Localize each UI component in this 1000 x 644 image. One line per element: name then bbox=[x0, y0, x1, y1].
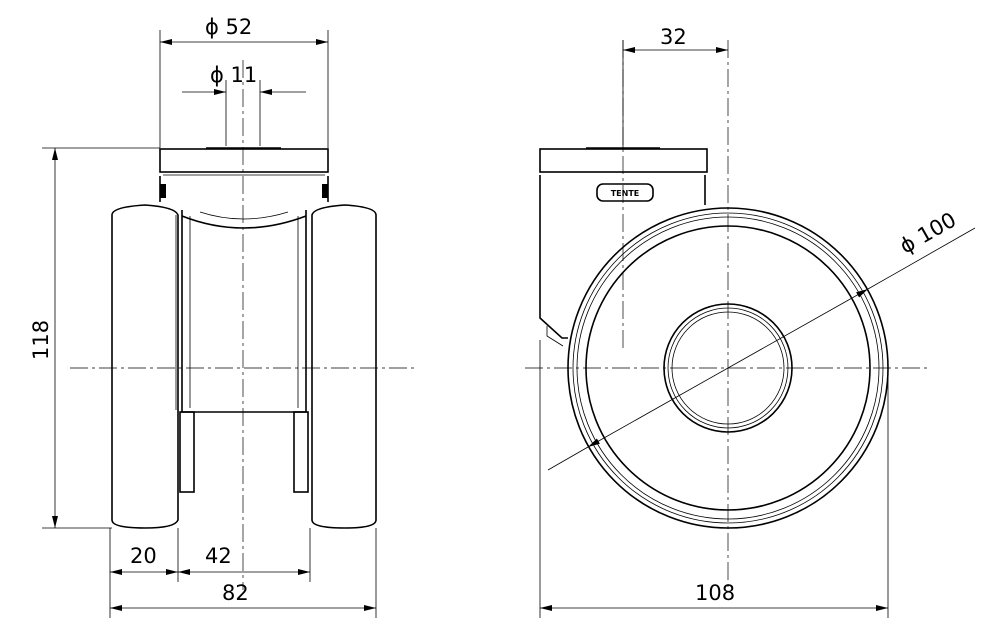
dim-text-overall-width: 82 bbox=[222, 581, 249, 605]
right-wheel bbox=[311, 204, 377, 529]
dim-overall-height: 118 bbox=[29, 147, 160, 529]
side-top-plate bbox=[539, 147, 708, 173]
dim-text-wheel-width: 20 bbox=[130, 544, 157, 568]
dim-plate-diameter: ϕ 52 bbox=[159, 15, 329, 148]
side-housing bbox=[539, 175, 706, 347]
dim-text-plate-diameter: ϕ 52 bbox=[205, 15, 252, 39]
dim-bolt-hole: ϕ 11 bbox=[182, 63, 306, 146]
side-view: TENTE 32 ϕ 100 108 bbox=[525, 25, 976, 618]
dim-offset: 32 bbox=[622, 25, 728, 148]
fork-body bbox=[175, 210, 313, 413]
dim-text-overall-height: 118 bbox=[29, 320, 53, 360]
dim-text-bolt-hole: ϕ 11 bbox=[210, 63, 257, 87]
dim-text-wheel-diameter: ϕ 100 bbox=[896, 208, 961, 259]
fork-legs bbox=[179, 411, 309, 493]
dim-widths: 20 42 82 bbox=[109, 528, 377, 618]
front-view: ϕ 52 ϕ 11 118 20 42 82 bbox=[29, 15, 415, 618]
dim-text-overall-length: 108 bbox=[695, 581, 735, 605]
swivel-housing bbox=[159, 176, 329, 202]
dim-text-body-width: 42 bbox=[205, 544, 232, 568]
top-plate bbox=[159, 147, 329, 176]
dim-text-offset: 32 bbox=[660, 25, 687, 49]
tente-logo-badge: TENTE bbox=[596, 183, 654, 202]
dim-overall-length: 108 bbox=[539, 340, 889, 618]
dim-wheel-diameter: ϕ 100 bbox=[547, 208, 976, 471]
left-wheel bbox=[111, 204, 179, 529]
tente-logo-text: TENTE bbox=[611, 189, 640, 198]
